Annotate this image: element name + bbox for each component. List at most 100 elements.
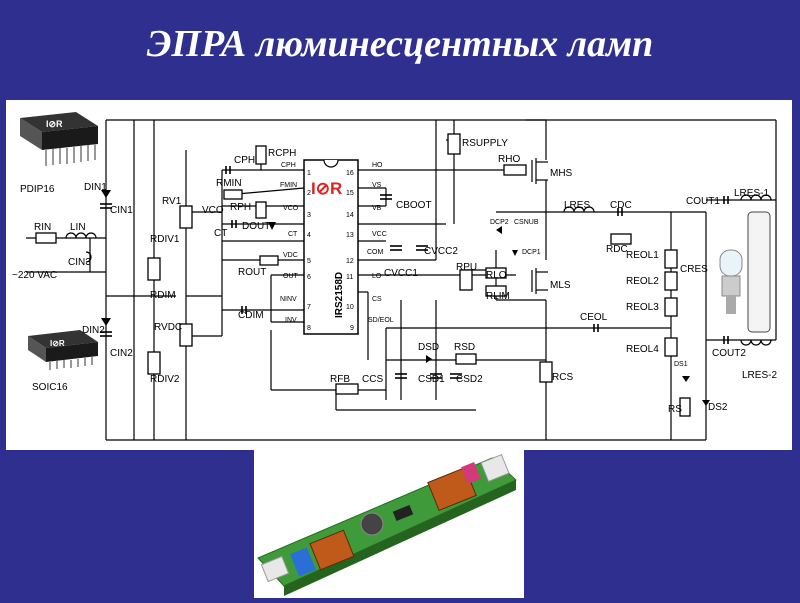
resistors [35, 133, 691, 417]
inductors [65, 194, 772, 346]
label-rdc: RDC [606, 244, 628, 255]
label-rv1: RV1 [162, 196, 182, 207]
label-rdim: RDIM [150, 290, 176, 301]
pin-com: COM [367, 249, 384, 256]
label-csd1: CSD1 [418, 374, 445, 385]
label-rho: RHO [498, 154, 520, 165]
label-reol4: REOL4 [626, 344, 659, 355]
label-rdiv2: RDIV2 [150, 374, 180, 385]
pin-fmin: FMIN [280, 182, 297, 189]
label-rlim: RLIM [486, 291, 510, 302]
pin-cph: CPH [281, 162, 296, 169]
pdip-logo: I⊘R [46, 119, 63, 129]
mosfets [531, 158, 548, 294]
svg-text:4: 4 [307, 232, 311, 239]
pin-out: OUT [283, 273, 299, 280]
chip-logo: I⊘R [311, 179, 342, 198]
label-dsd: DSD [418, 342, 439, 353]
svg-text:11: 11 [346, 274, 353, 281]
label-dcp1: DCP1 [522, 249, 541, 256]
component-labels: DIN1 CIN1 RIN LIN CIN3 ~220 VAC DIN2 CIN… [12, 138, 777, 415]
label-din2: DIN2 [82, 325, 105, 336]
label-cin3: CIN3 [68, 257, 91, 268]
svg-text:15: 15 [346, 190, 354, 197]
pin-vs: VS [372, 182, 382, 189]
label-cboot: CBOOT [396, 200, 432, 211]
label-csnub: CSNUB [514, 219, 539, 226]
label-rmin: RMIN [216, 178, 242, 189]
svg-text:14: 14 [346, 212, 354, 219]
label-reol3: REOL3 [626, 302, 659, 313]
svg-text:5: 5 [307, 258, 311, 265]
pin-vco: VCO [283, 205, 299, 212]
label-vac: ~220 VAC [12, 270, 57, 281]
label-din1: DIN1 [84, 182, 107, 193]
label-mls: MLS [550, 280, 571, 291]
pin-ct: CT [288, 231, 298, 238]
label-dout: DOUT [242, 221, 270, 232]
svg-text:9: 9 [350, 325, 354, 332]
label-rsd: RSD [454, 342, 475, 353]
label-rin: RIN [34, 222, 51, 233]
chip-right-pins: HO VS VB VCC COM LO CS SD/EOL [367, 162, 394, 324]
svg-text:1: 1 [307, 170, 311, 177]
label-rph: RPH [230, 202, 251, 213]
chip-right-nums: 16 15 14 13 12 11 10 9 [346, 170, 354, 332]
pin-lo: LO [372, 273, 382, 280]
schematic-panel: I⊘R PDIP16 I⊘R SOIC16 [6, 100, 792, 450]
svg-text:3: 3 [307, 212, 311, 219]
circuit-schematic: I⊘R PDIP16 I⊘R SOIC16 [12, 112, 777, 441]
chip-left-nums: 1 2 3 4 5 6 7 8 [307, 170, 311, 332]
soic16-package: I⊘R [28, 330, 98, 370]
label-dcp2: DCP2 [490, 219, 509, 226]
label-cres: CRES [680, 264, 708, 275]
pin-cs: CS [372, 296, 382, 303]
label-rfb: RFB [330, 374, 350, 385]
label-reol2: REOL2 [626, 276, 659, 287]
label-cdc: CDC [610, 200, 632, 211]
label-cdim: CDIM [238, 310, 264, 321]
svg-text:12: 12 [346, 258, 354, 265]
pin-sd-eol: SD/EOL [368, 317, 394, 324]
svg-text:2: 2 [307, 190, 311, 197]
label-cin1: CIN1 [110, 205, 133, 216]
diodes [101, 190, 710, 406]
label-rcph: RCPH [268, 148, 296, 159]
label-reol1: REOL1 [626, 250, 659, 261]
capacitors [100, 166, 729, 379]
chip-name: IRS2158D [334, 272, 345, 318]
label-vco: VCO [202, 205, 224, 216]
label-mhs: MHS [550, 168, 573, 179]
label-rlo: RLO [486, 270, 507, 281]
label-ceol: CEOL [580, 312, 608, 323]
label-rout: ROUT [238, 267, 266, 278]
pdip16-label: PDIP16 [20, 184, 55, 195]
label-ds1: DS1 [674, 361, 688, 368]
label-lin: LIN [70, 222, 86, 233]
label-cvcc1: CVCC1 [384, 268, 418, 279]
wiring [26, 119, 777, 441]
pin-ho: HO [372, 162, 383, 169]
label-csd2: CSD2 [456, 374, 483, 385]
pin-vb: VB [372, 205, 382, 212]
label-cvcc2: CVCC2 [424, 246, 458, 257]
svg-text:10: 10 [346, 304, 354, 311]
ic-irs2158d: I⊘R IRS2158D CPH FMIN VCO CT VDC OUT NIN… [280, 159, 394, 335]
soic16-label: SOIC16 [32, 382, 68, 393]
label-ccs: CCS [362, 374, 383, 385]
pin-vcc: VCC [372, 231, 387, 238]
label-rpu: RPU [456, 262, 477, 273]
svg-text:7: 7 [307, 304, 311, 311]
label-rvdc: RVDC [154, 322, 182, 333]
label-lres: LRES [564, 200, 590, 211]
svg-text:8: 8 [307, 325, 311, 332]
slide-title: ЭПРА люминесцентных ламп [146, 23, 654, 65]
label-lres1: LRES-1 [734, 188, 769, 199]
label-ct: CT [214, 228, 227, 239]
pin-vdc: VDC [283, 252, 298, 259]
chip-left-pins: CPH FMIN VCO CT VDC OUT NINV INV [280, 162, 299, 324]
svg-text:16: 16 [346, 170, 354, 177]
pcb-image [257, 453, 517, 596]
label-cout2: COUT2 [712, 348, 746, 359]
pin-inv: INV [285, 317, 297, 324]
